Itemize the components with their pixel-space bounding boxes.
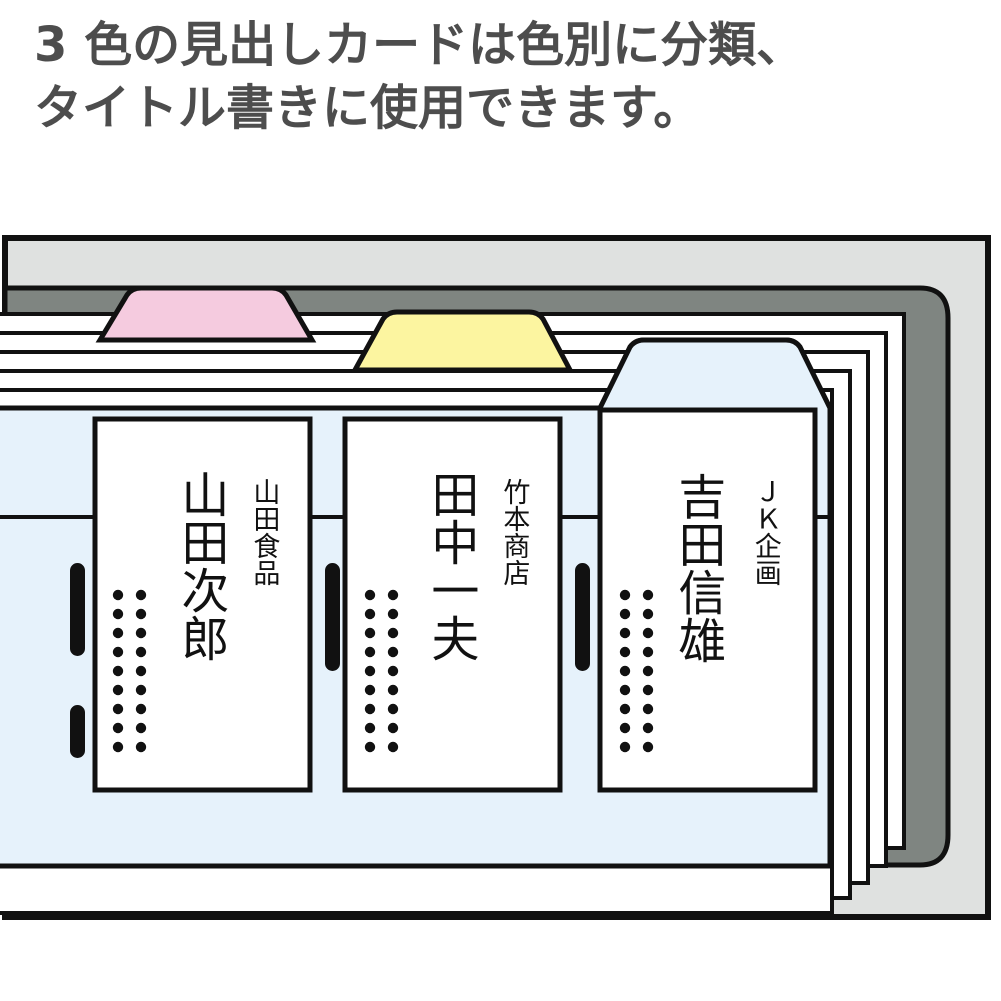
card-3-person-name: 吉田信雄 [669, 472, 726, 664]
slot-mark-mid-2 [575, 563, 590, 671]
business-card-2[interactable] [342, 416, 563, 793]
card-3-company-name: ＪＫ企画 [749, 478, 781, 586]
slot-marks [70, 563, 590, 758]
card-dot-grids [112, 589, 654, 753]
business-card-1[interactable] [92, 416, 313, 793]
slot-mark-left-upper [70, 563, 85, 656]
headline-text: 3 色の見出しカードは色別に分類、 タイトル書きに使用できます。 [34, 17, 805, 137]
card-2-company-name: 竹本商店 [498, 478, 530, 586]
pink-index-tab[interactable] [95, 285, 317, 343]
business-card-3[interactable] [597, 407, 818, 793]
slot-mark-left-lower [70, 705, 85, 758]
card-1-company-name: 山田食品 [248, 478, 280, 586]
dot-grid-card-1 [112, 589, 147, 753]
dot-grid-card-3 [619, 589, 654, 753]
dot-grid-card-2 [364, 589, 399, 753]
yellow-index-tab[interactable] [350, 309, 575, 373]
card-1-person-name: 山田次郎 [172, 470, 229, 662]
card-2-person-name: 田中一夫 [422, 470, 479, 662]
slot-mark-mid-1 [325, 563, 340, 671]
